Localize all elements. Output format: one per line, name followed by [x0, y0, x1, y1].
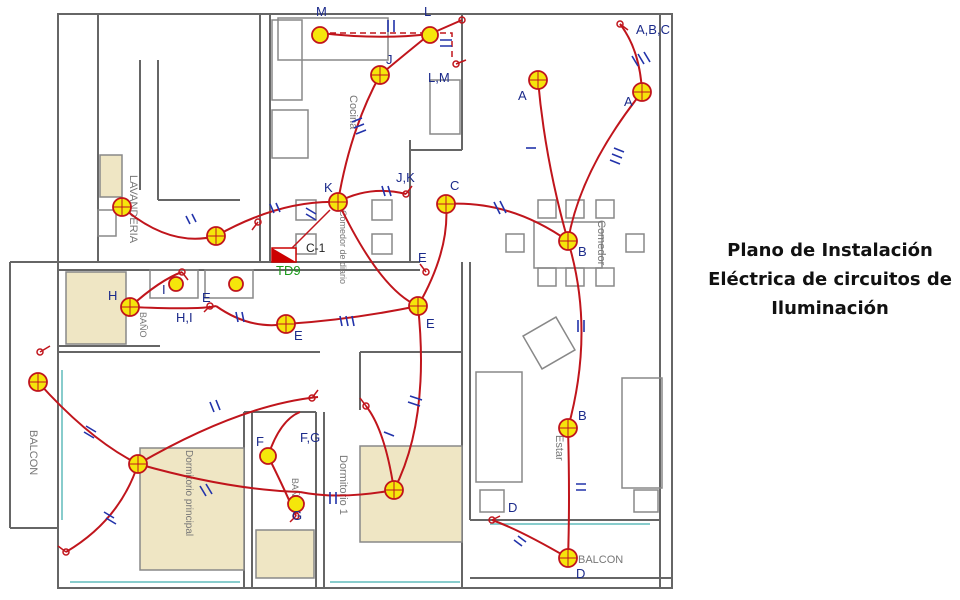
fixture-m: [311, 26, 329, 44]
panel-feed-line: [291, 209, 331, 249]
svg-text:B: B: [578, 244, 587, 259]
svg-text:I: I: [162, 282, 166, 297]
room-label-lavanderia: LAVANDERIA: [127, 175, 139, 244]
fixture-f: [259, 447, 277, 465]
title-line-2: Eléctrica de circuitos de: [708, 269, 952, 290]
fixture-bath2: [228, 276, 244, 292]
fixture-i: [168, 276, 184, 292]
svg-text:C: C: [450, 178, 459, 193]
svg-text:H: H: [108, 288, 117, 303]
diagram-title: Plano de Instalación Eléctrica de circui…: [700, 236, 960, 323]
svg-text:H,I: H,I: [176, 310, 193, 325]
room-label-dormitorio-1: Dormitorio 1: [337, 455, 349, 515]
switch-letter-labels: A,B,C L,M J,K E H,I E F,G D: [176, 22, 670, 515]
windows: [61, 370, 650, 583]
room-label-balcon-bottom: BALCON: [578, 554, 623, 566]
svg-text:D: D: [508, 500, 517, 515]
fixture-letter-labels: M L J K C A A B B D E E H I F G: [108, 4, 633, 581]
svg-text:L,M: L,M: [428, 70, 450, 85]
panel-fill: [272, 248, 296, 262]
room-label-estar: Estar: [553, 435, 565, 461]
svg-text:A: A: [624, 94, 633, 109]
fixture-crosshairs: [29, 66, 651, 567]
svg-text:B: B: [578, 408, 587, 423]
svg-text:M: M: [316, 4, 327, 19]
room-labels: LAVANDERIA Cocina Comedor de diario Come…: [27, 95, 623, 566]
svg-text:A: A: [518, 88, 527, 103]
fixture-l: [421, 26, 439, 44]
svg-text:J: J: [386, 52, 393, 67]
svg-text:E: E: [418, 250, 427, 265]
switch-symbols: [36, 16, 629, 556]
title-line-3: Iluminación: [771, 298, 889, 319]
fixture-g: [287, 495, 305, 513]
svg-text:E: E: [426, 316, 435, 331]
svg-text:J,K: J,K: [396, 170, 415, 185]
title-line-1: Plano de Instalación: [727, 240, 933, 261]
panel-label: TD9: [276, 263, 301, 278]
room-label-bano-2: BAÑO: [290, 478, 300, 504]
room-label-dormitorio-principal: Dormitorio principal: [183, 450, 194, 536]
circuit-label: C-1: [306, 241, 326, 255]
svg-text:F,G: F,G: [300, 430, 320, 445]
svg-text:E: E: [202, 290, 211, 305]
svg-text:E: E: [294, 328, 303, 343]
svg-text:K: K: [324, 180, 333, 195]
svg-text:A,B,C: A,B,C: [636, 22, 670, 37]
room-label-comedor-diario: Comedor de diario: [338, 210, 348, 284]
room-label-bano-1: BAÑO: [138, 312, 148, 338]
svg-text:L: L: [424, 4, 431, 19]
svg-text:F: F: [256, 434, 264, 449]
wire-tick-marks: [83, 20, 651, 547]
room-label-comedor: Comedor: [595, 220, 607, 266]
svg-text:G: G: [292, 508, 302, 523]
room-label-balcon-left: BALCON: [27, 430, 39, 475]
room-label-cocina: Cocina: [347, 95, 359, 130]
svg-text:D: D: [576, 566, 585, 581]
